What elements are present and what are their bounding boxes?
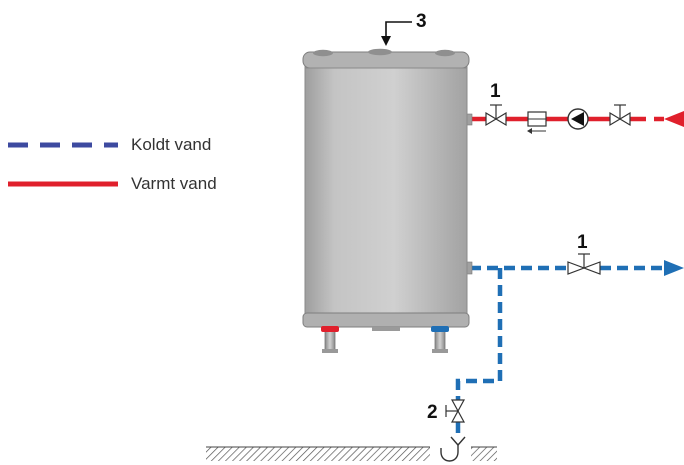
svg-text:3: 3	[416, 11, 427, 32]
cold-valve	[567, 253, 601, 275]
tank-leg-right	[434, 329, 446, 353]
check-valve	[527, 111, 547, 134]
hot-valve	[485, 104, 507, 127]
callout-drain-valve: 2	[427, 402, 438, 423]
callout-cold-valve: 1	[577, 232, 588, 253]
tank-leg-left	[324, 329, 336, 353]
drain-valve	[445, 399, 466, 423]
circulation-pump	[567, 108, 589, 130]
drain-funnel	[440, 436, 466, 462]
legend-cold-label: Koldt vand	[131, 135, 211, 154]
hot-valve-secondary	[609, 104, 631, 127]
water-heater-tank	[302, 48, 473, 353]
callout-hot-valve: 1	[490, 81, 501, 102]
floor	[206, 446, 497, 461]
cold-water-pipe	[455, 265, 664, 436]
callout-top-connection: 3	[381, 11, 427, 46]
cold-flow-arrow	[664, 260, 684, 276]
legend-hot-label: Varmt vand	[131, 174, 217, 193]
hot-inflow-arrow	[664, 111, 684, 127]
legend: Koldt vand Varmt vand	[8, 135, 217, 193]
